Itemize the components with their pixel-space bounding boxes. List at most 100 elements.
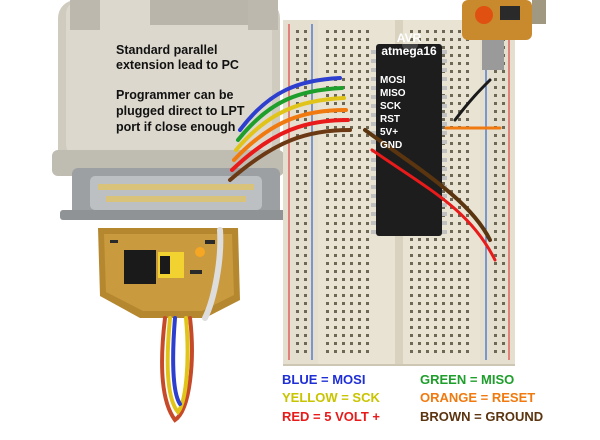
breadboard-hole xyxy=(296,70,299,73)
breadboard-hole xyxy=(442,294,445,297)
breadboard-hole xyxy=(334,342,337,345)
breadboard-hole xyxy=(502,302,505,305)
breadboard-hole xyxy=(426,350,429,353)
breadboard-hole xyxy=(466,270,469,273)
breadboard-hole xyxy=(358,134,361,137)
breadboard-hole xyxy=(442,342,445,345)
breadboard-hole xyxy=(326,230,329,233)
chip-pin xyxy=(371,194,376,198)
chip-pin xyxy=(442,122,447,126)
breadboard-hole xyxy=(418,326,421,329)
breadboard-hole xyxy=(418,38,421,41)
breadboard-hole xyxy=(466,110,469,113)
breadboard-hole xyxy=(358,30,361,33)
breadboard-hole xyxy=(342,126,345,129)
breadboard-hole xyxy=(358,78,361,81)
breadboard-hole xyxy=(426,286,429,289)
breadboard-hole xyxy=(350,262,353,265)
breadboard-hole xyxy=(466,86,469,89)
breadboard-hole xyxy=(442,182,445,185)
breadboard-hole xyxy=(326,166,329,169)
breadboard-hole xyxy=(442,334,445,337)
breadboard-hole xyxy=(426,270,429,273)
breadboard-hole xyxy=(410,326,413,329)
breadboard-hole xyxy=(304,110,307,113)
breadboard-hole xyxy=(304,166,307,169)
breadboard-hole xyxy=(418,302,421,305)
breadboard-hole xyxy=(326,302,329,305)
breadboard-hole xyxy=(366,262,369,265)
breadboard-hole xyxy=(494,262,497,265)
breadboard-hole xyxy=(334,182,337,185)
breadboard-hole xyxy=(358,54,361,57)
breadboard-hole xyxy=(366,30,369,33)
breadboard-hole xyxy=(358,318,361,321)
breadboard-hole xyxy=(410,278,413,281)
breadboard-hole xyxy=(410,246,413,249)
breadboard-hole xyxy=(304,350,307,353)
chip-pin xyxy=(442,86,447,90)
breadboard-hole xyxy=(494,206,497,209)
breadboard-hole xyxy=(334,278,337,281)
breadboard-hole xyxy=(434,294,437,297)
breadboard-hole xyxy=(350,238,353,241)
breadboard-hole xyxy=(442,190,445,193)
breadboard-hole xyxy=(450,142,453,145)
breadboard-hole xyxy=(350,118,353,121)
breadboard-hole xyxy=(502,118,505,121)
breadboard-hole xyxy=(304,302,307,305)
breadboard-hole xyxy=(342,230,345,233)
breadboard-hole xyxy=(342,270,345,273)
breadboard-hole xyxy=(466,214,469,217)
breadboard-hole xyxy=(358,158,361,161)
breadboard-hole xyxy=(326,30,329,33)
breadboard-hole xyxy=(458,54,461,57)
breadboard-hole xyxy=(418,246,421,249)
breadboard-hole xyxy=(358,334,361,337)
breadboard-hole xyxy=(434,238,437,241)
breadboard-hole xyxy=(418,310,421,313)
breadboard-hole xyxy=(350,214,353,217)
breadboard-hole xyxy=(326,326,329,329)
breadboard-hole xyxy=(342,38,345,41)
breadboard-hole xyxy=(358,166,361,169)
breadboard-hole xyxy=(366,302,369,305)
breadboard-hole xyxy=(296,238,299,241)
breadboard-hole xyxy=(502,86,505,89)
breadboard-hole xyxy=(350,310,353,313)
breadboard-hole xyxy=(296,86,299,89)
breadboard-hole xyxy=(304,126,307,129)
breadboard-hole xyxy=(342,174,345,177)
breadboard-hole xyxy=(442,126,445,129)
breadboard-hole xyxy=(350,302,353,305)
breadboard-hole xyxy=(494,78,497,81)
breadboard-hole xyxy=(326,350,329,353)
breadboard-hole xyxy=(326,262,329,265)
breadboard-hole xyxy=(494,86,497,89)
breadboard-hole xyxy=(342,46,345,49)
breadboard-hole xyxy=(334,262,337,265)
breadboard-hole xyxy=(350,342,353,345)
breadboard-hole xyxy=(326,134,329,137)
breadboard-hole xyxy=(334,310,337,313)
breadboard-hole xyxy=(304,238,307,241)
breadboard-hole xyxy=(458,230,461,233)
breadboard-hole xyxy=(442,270,445,273)
breadboard-hole xyxy=(358,302,361,305)
breadboard-hole xyxy=(296,206,299,209)
breadboard-hole xyxy=(442,238,445,241)
breadboard-hole xyxy=(358,174,361,177)
chip-pin xyxy=(371,113,376,117)
breadboard-hole xyxy=(458,302,461,305)
chip-pin xyxy=(371,95,376,99)
breadboard-hole xyxy=(410,286,413,289)
breadboard-hole xyxy=(502,166,505,169)
breadboard-hole xyxy=(466,334,469,337)
breadboard-hole xyxy=(494,174,497,177)
breadboard-hole xyxy=(418,350,421,353)
breadboard-hole xyxy=(326,150,329,153)
breadboard-hole xyxy=(502,262,505,265)
breadboard-hole xyxy=(350,70,353,73)
breadboard-hole xyxy=(350,318,353,321)
ribbon-wires xyxy=(160,76,352,423)
